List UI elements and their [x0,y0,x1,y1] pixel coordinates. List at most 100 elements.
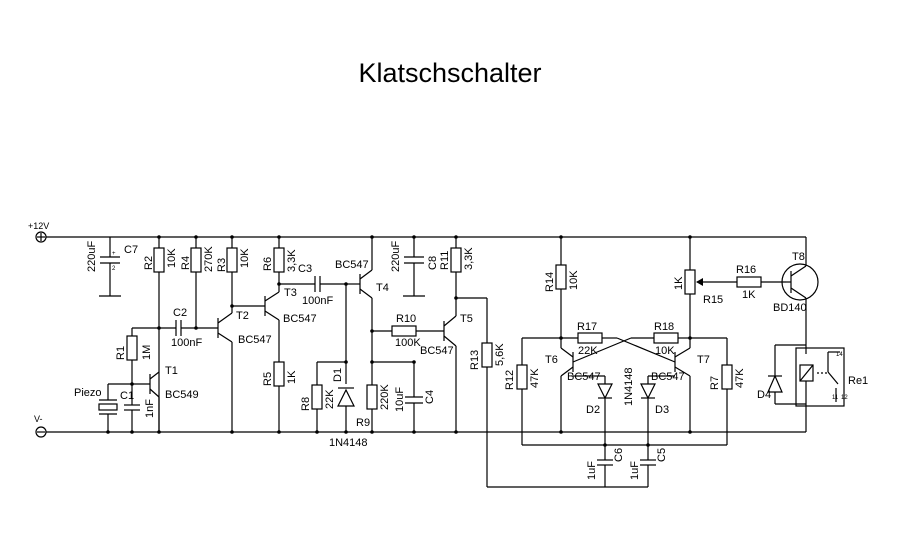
r18-ref: R18 [654,321,674,333]
c3-value: 100nF [302,295,333,307]
r17-ref: R17 [577,321,597,333]
capacitor-c1: C1 1nF [120,382,156,432]
svg-text:12: 12 [841,395,848,401]
resistor-r5: R5 1K [262,320,298,432]
c8-value: 220uF [390,241,402,272]
svg-text:+: + [112,251,116,257]
r12-ref: R12 [504,370,516,390]
r14-ref: R14 [544,272,556,292]
r6-value: 3,3K [286,249,298,272]
transistor-t6: T6 BC547 [545,338,601,432]
c8-ref: C8 [427,256,439,270]
capacitor-c4: 10uF C4 [394,360,436,432]
c1-value: 1nF [144,399,156,418]
c6-value: 1uF [586,461,598,480]
resistor-r13: R13 5,6K [456,297,648,488]
t1-value: BC549 [165,389,199,401]
trigger-bus [522,443,727,447]
t8-ref: T8 [792,251,805,263]
r16-ref: R16 [736,264,756,276]
r1-ref: R1 [115,346,127,360]
transistor-t8: T8 BD140 [773,237,819,345]
minus-rail: V- [34,414,806,438]
transistor-t3: T3 BC547 [264,282,317,325]
r6-ref: R6 [262,257,274,271]
r2-value: 10K [166,248,178,268]
d2-ref: D2 [586,404,600,416]
resistor-r11: R11 3,3K [439,235,475,300]
d1-ref: D1 [332,368,344,382]
t2-ref: T2 [236,310,249,322]
c3-ref: C3 [298,263,312,275]
plus-rail: +12V [28,221,806,243]
capacitor-c8: 220uF C8 [390,235,439,297]
r3-ref: R3 [216,258,228,272]
c7-ref: C7 [124,244,138,256]
r5-value: 1K [286,370,298,384]
capacitor-c3: C3 100nF [298,263,346,307]
diode-d4: D4 [757,344,806,405]
r18-value: 10K [655,345,675,357]
t6-value: BC547 [567,371,601,383]
transistor-t1: T1 BC549 [132,365,199,432]
ground-junctions [106,430,692,434]
potentiometer-r15: 1K R15 [673,235,737,338]
diagram-title: Klatschschalter [358,58,542,88]
diode-d1: D1 1N4148 [329,284,368,449]
r10-value: 100K [395,337,421,349]
r11-value: 3,3K [463,247,475,270]
resistor-r3: R3 10K [216,235,265,308]
c6-ref: C6 [613,448,625,462]
r7-ref: R7 [709,376,721,390]
d3-ref: D3 [655,404,669,416]
transistor-t5: T5 BC547 [420,298,473,432]
capacitor-c5: C5 1uF [629,448,668,487]
t8-value: BD140 [773,302,807,314]
re1-ref: Re1 [848,375,868,387]
t7-value: BC547 [651,371,685,383]
plus-rail-label: +12V [28,221,49,231]
capacitor-c7: C7 220uF + 2 [86,237,138,297]
capacitor-c6: C6 1uF [586,448,625,487]
r8-value: 22K [324,389,336,409]
resistor-r9: R9 220K [356,360,414,432]
t6-ref: T6 [545,354,558,366]
r15-value: 1K [673,276,685,290]
relay-re1: 14 11 12 Re1 [795,345,868,432]
r13-ref: R13 [469,350,481,370]
r7-value: 47K [734,368,746,388]
c2-ref: C2 [173,307,187,319]
d1-value: 1N4148 [329,437,368,449]
diode-d3: D3 1N4148 [623,367,675,460]
c5-value: 1uF [629,461,641,480]
r13-value: 5,6K [494,343,506,366]
capacitor-c2: C2 100nF [159,307,218,349]
r11-ref: R11 [439,251,451,270]
c5-ref: C5 [656,448,668,462]
r9-ref: R9 [356,417,370,429]
c4-ref: C4 [424,390,436,404]
resistor-r7: R7 47K [690,337,746,445]
t7-ref: T7 [697,354,710,366]
t2-value: BC547 [238,334,272,346]
d23-value: 1N4148 [623,367,635,406]
piezo-element: Piezo [74,383,132,432]
c4-value: 10uF [394,387,406,412]
resistor-r6: R6 3,3K [262,235,298,284]
resistor-r8: R8 22K [300,361,346,432]
r12-value: 47K [529,368,541,388]
t5-value: BC547 [420,345,454,357]
r10-ref: R10 [396,313,416,325]
r14-value: 10K [568,270,580,290]
d4-ref: D4 [757,389,771,401]
transistor-t4: BC547 T4 [335,235,389,362]
resistor-r10: R10 100K [370,313,444,349]
resistor-r18: R18 10K [631,321,690,357]
r1-value: 1M [141,345,153,360]
r5-ref: R5 [262,372,274,386]
resistor-r16: R16 1K [736,264,786,301]
t5-ref: T5 [460,313,473,325]
r15-ref: R15 [703,294,723,306]
r9-value: 220K [379,384,391,410]
